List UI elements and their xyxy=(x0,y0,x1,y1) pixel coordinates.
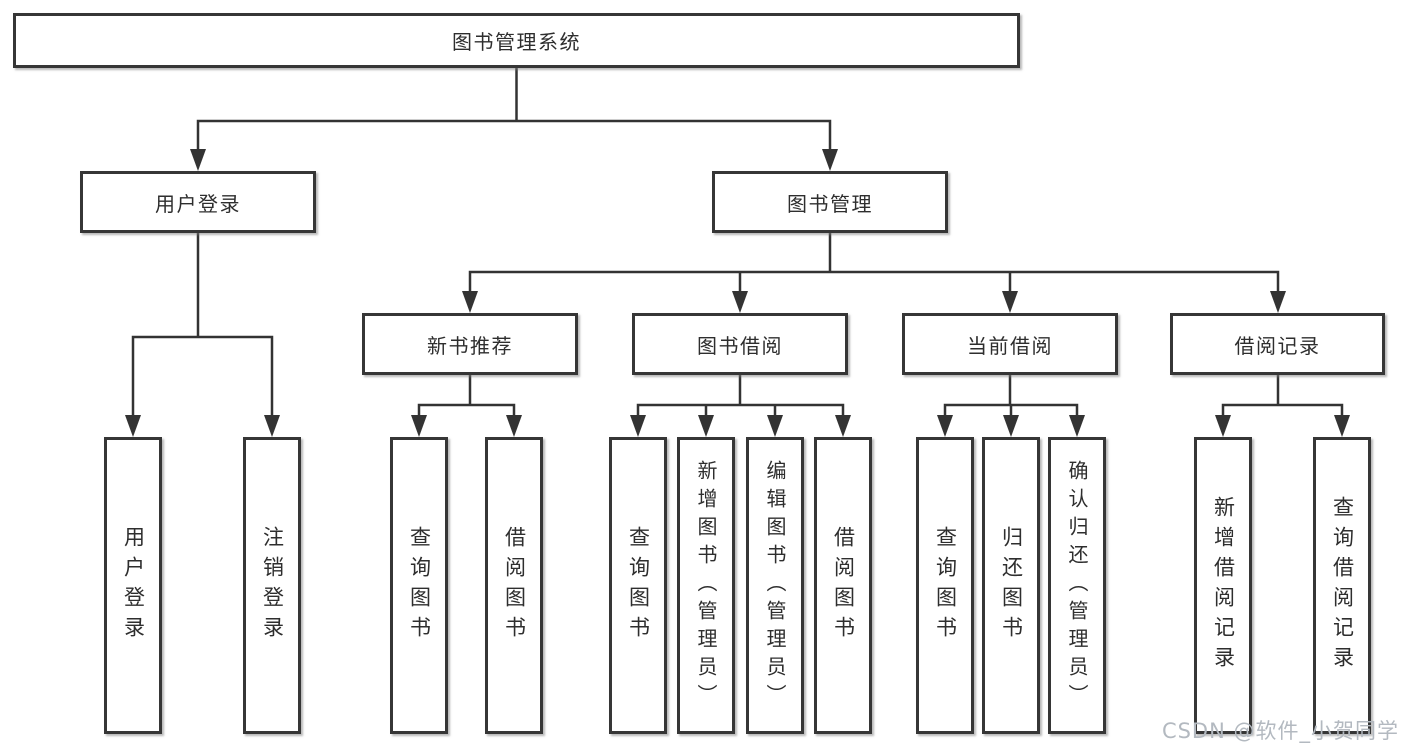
connector-stems xyxy=(131,68,1344,418)
leaf-label: 归还图书 xyxy=(999,525,1024,646)
node-label: 新书推荐 xyxy=(427,333,513,358)
node-label: 图书管理系统 xyxy=(452,30,581,54)
leaf-label: 借阅图书 xyxy=(502,525,527,646)
leaf-borrow-books-recommend: 借阅图书 xyxy=(485,437,543,734)
node-library-management-system: 图书管理系统 xyxy=(13,13,1020,68)
leaf-query-books-borrow: 查询图书 xyxy=(609,437,667,734)
leaf-query-books-recommend: 查询图书 xyxy=(390,437,448,734)
leaf-add-borrow-record: 新增借阅记录 xyxy=(1194,437,1252,734)
leaf-return-books: 归还图书 xyxy=(982,437,1040,734)
leaf-label: 新增图书（管理员） xyxy=(694,459,718,712)
node-user-login: 用户登录 xyxy=(80,171,316,233)
leaf-label: 编辑图书（管理员） xyxy=(763,459,787,712)
leaf-label: 查询图书 xyxy=(407,525,432,646)
node-label: 借阅记录 xyxy=(1234,333,1321,358)
leaf-user-login: 用户登录 xyxy=(104,437,162,734)
node-new-book-recommend: 新书推荐 xyxy=(362,313,578,375)
leaf-edit-books-admin: 编辑图书（管理员） xyxy=(746,437,804,734)
node-label: 图书借阅 xyxy=(697,333,783,358)
leaf-add-books-admin: 新增图书（管理员） xyxy=(677,437,735,734)
node-book-management: 图书管理 xyxy=(712,171,948,233)
csdn-watermark: CSDN @软件_小贺同学 xyxy=(1161,719,1399,743)
leaf-label: 借阅图书 xyxy=(831,525,856,646)
node-label: 当前借阅 xyxy=(967,333,1053,358)
leaf-label: 确认归还（管理员） xyxy=(1065,459,1089,712)
leaf-label: 用户登录 xyxy=(121,525,146,646)
leaf-query-books-current: 查询图书 xyxy=(916,437,974,734)
leaf-label: 查询借阅记录 xyxy=(1330,495,1355,676)
node-book-borrowing: 图书借阅 xyxy=(632,313,848,375)
leaf-logout: 注销登录 xyxy=(243,437,301,734)
arrowheads xyxy=(125,149,1350,437)
leaf-borrow-books: 借阅图书 xyxy=(814,437,872,734)
node-label: 用户登录 xyxy=(155,191,241,216)
leaf-label: 查询图书 xyxy=(933,525,958,646)
leaf-label: 新增借阅记录 xyxy=(1211,495,1236,676)
leaf-query-borrow-record: 查询借阅记录 xyxy=(1313,437,1371,734)
leaf-label: 注销登录 xyxy=(260,525,285,646)
node-current-borrowing: 当前借阅 xyxy=(902,313,1118,375)
node-borrowing-records: 借阅记录 xyxy=(1170,313,1385,375)
leaf-confirm-return-admin: 确认归还（管理员） xyxy=(1048,437,1106,734)
leaf-label: 查询图书 xyxy=(626,525,651,646)
node-label: 图书管理 xyxy=(787,191,873,216)
